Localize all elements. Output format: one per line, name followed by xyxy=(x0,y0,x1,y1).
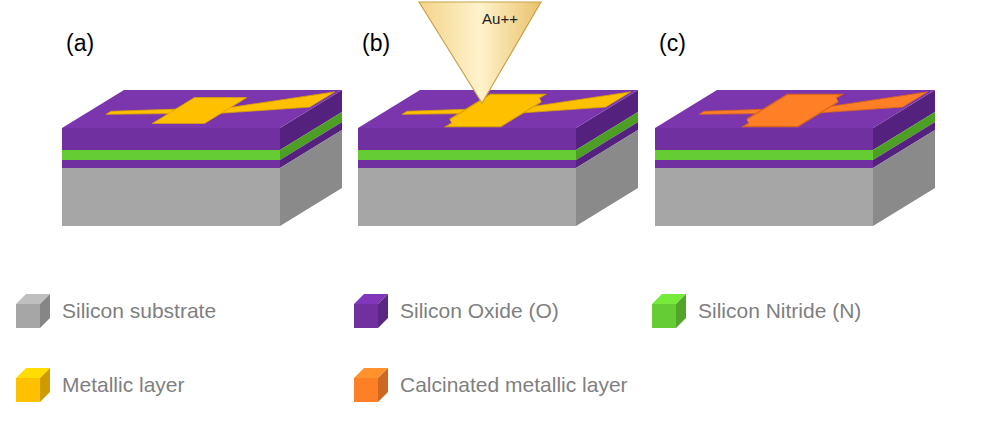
oxide-top xyxy=(655,90,935,128)
layer-front xyxy=(358,160,576,168)
legend-swatch xyxy=(352,366,390,404)
panel-label: (a) xyxy=(66,30,94,57)
legend-entry: Metallic layer xyxy=(14,366,185,404)
legend-text: Silicon substrate xyxy=(62,299,216,323)
legend-swatch xyxy=(650,292,688,330)
legend-entry: Silicon Nitride (N) xyxy=(650,292,861,330)
layer-front xyxy=(358,168,576,226)
metal-pattern xyxy=(402,92,630,123)
layer-front xyxy=(358,128,576,150)
legend-text: Calcinated metallic layer xyxy=(400,373,628,397)
legend-swatch xyxy=(14,366,52,404)
oxide-top xyxy=(62,90,342,128)
layer-front xyxy=(62,168,280,226)
layer-front xyxy=(655,168,873,226)
layer-front xyxy=(655,128,873,150)
legend-text: Silicon Oxide (O) xyxy=(400,299,559,323)
legend-swatch xyxy=(14,292,52,330)
wafer-stack xyxy=(358,90,638,226)
legend-entry: Silicon substrate xyxy=(14,292,216,330)
oxide-top xyxy=(358,90,638,128)
wafer-stack xyxy=(655,90,935,226)
layer-front xyxy=(655,150,873,160)
panel-label: (c) xyxy=(659,30,686,57)
layer-front xyxy=(655,160,873,168)
layer-side xyxy=(576,130,638,226)
layer-side xyxy=(280,130,342,226)
layer-front xyxy=(358,150,576,160)
wafer-stack xyxy=(62,90,342,226)
ion-beam-cone: Au++ xyxy=(418,1,582,104)
legend-entry: Silicon Oxide (O) xyxy=(352,292,559,330)
cone-shape xyxy=(418,1,542,104)
panel-label: (b) xyxy=(362,30,390,57)
legend-entry: Calcinated metallic layer xyxy=(352,366,628,404)
layer-front xyxy=(62,128,280,150)
legend-text: Silicon Nitride (N) xyxy=(698,299,861,323)
metal-pattern xyxy=(106,92,334,124)
layer-front xyxy=(62,150,280,160)
legend-text: Metallic layer xyxy=(62,373,185,397)
legend-swatch xyxy=(352,292,390,330)
layer-front xyxy=(62,160,280,168)
metal-pattern xyxy=(699,92,927,123)
layer-side xyxy=(873,130,935,226)
ion-label: Au++ xyxy=(418,1,582,27)
